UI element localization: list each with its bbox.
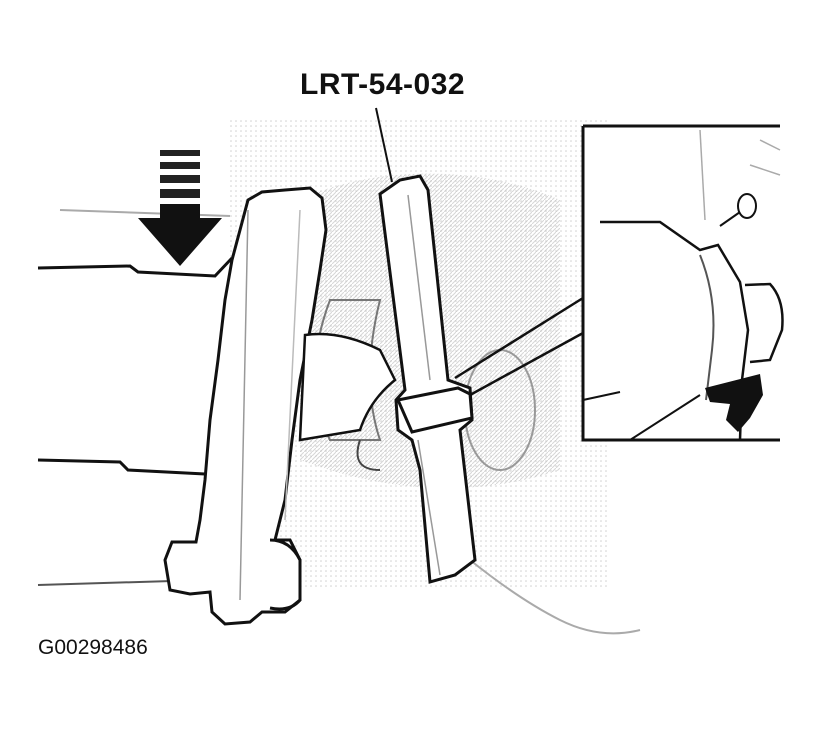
- figure-id: G00298486: [38, 636, 148, 659]
- inset-callout-lines: [454, 296, 584, 397]
- special-tool: [378, 174, 477, 584]
- swivel-arm: [163, 186, 328, 626]
- label-leader-line: [375, 107, 393, 183]
- tool-label: LRT-54-032: [300, 68, 466, 101]
- up-arrow-icon: [705, 374, 763, 432]
- axle-housing: [37, 209, 234, 586]
- hub-assembly: [298, 332, 397, 471]
- detail-inset: [581, 124, 784, 442]
- down-arrow-icon: [138, 150, 222, 266]
